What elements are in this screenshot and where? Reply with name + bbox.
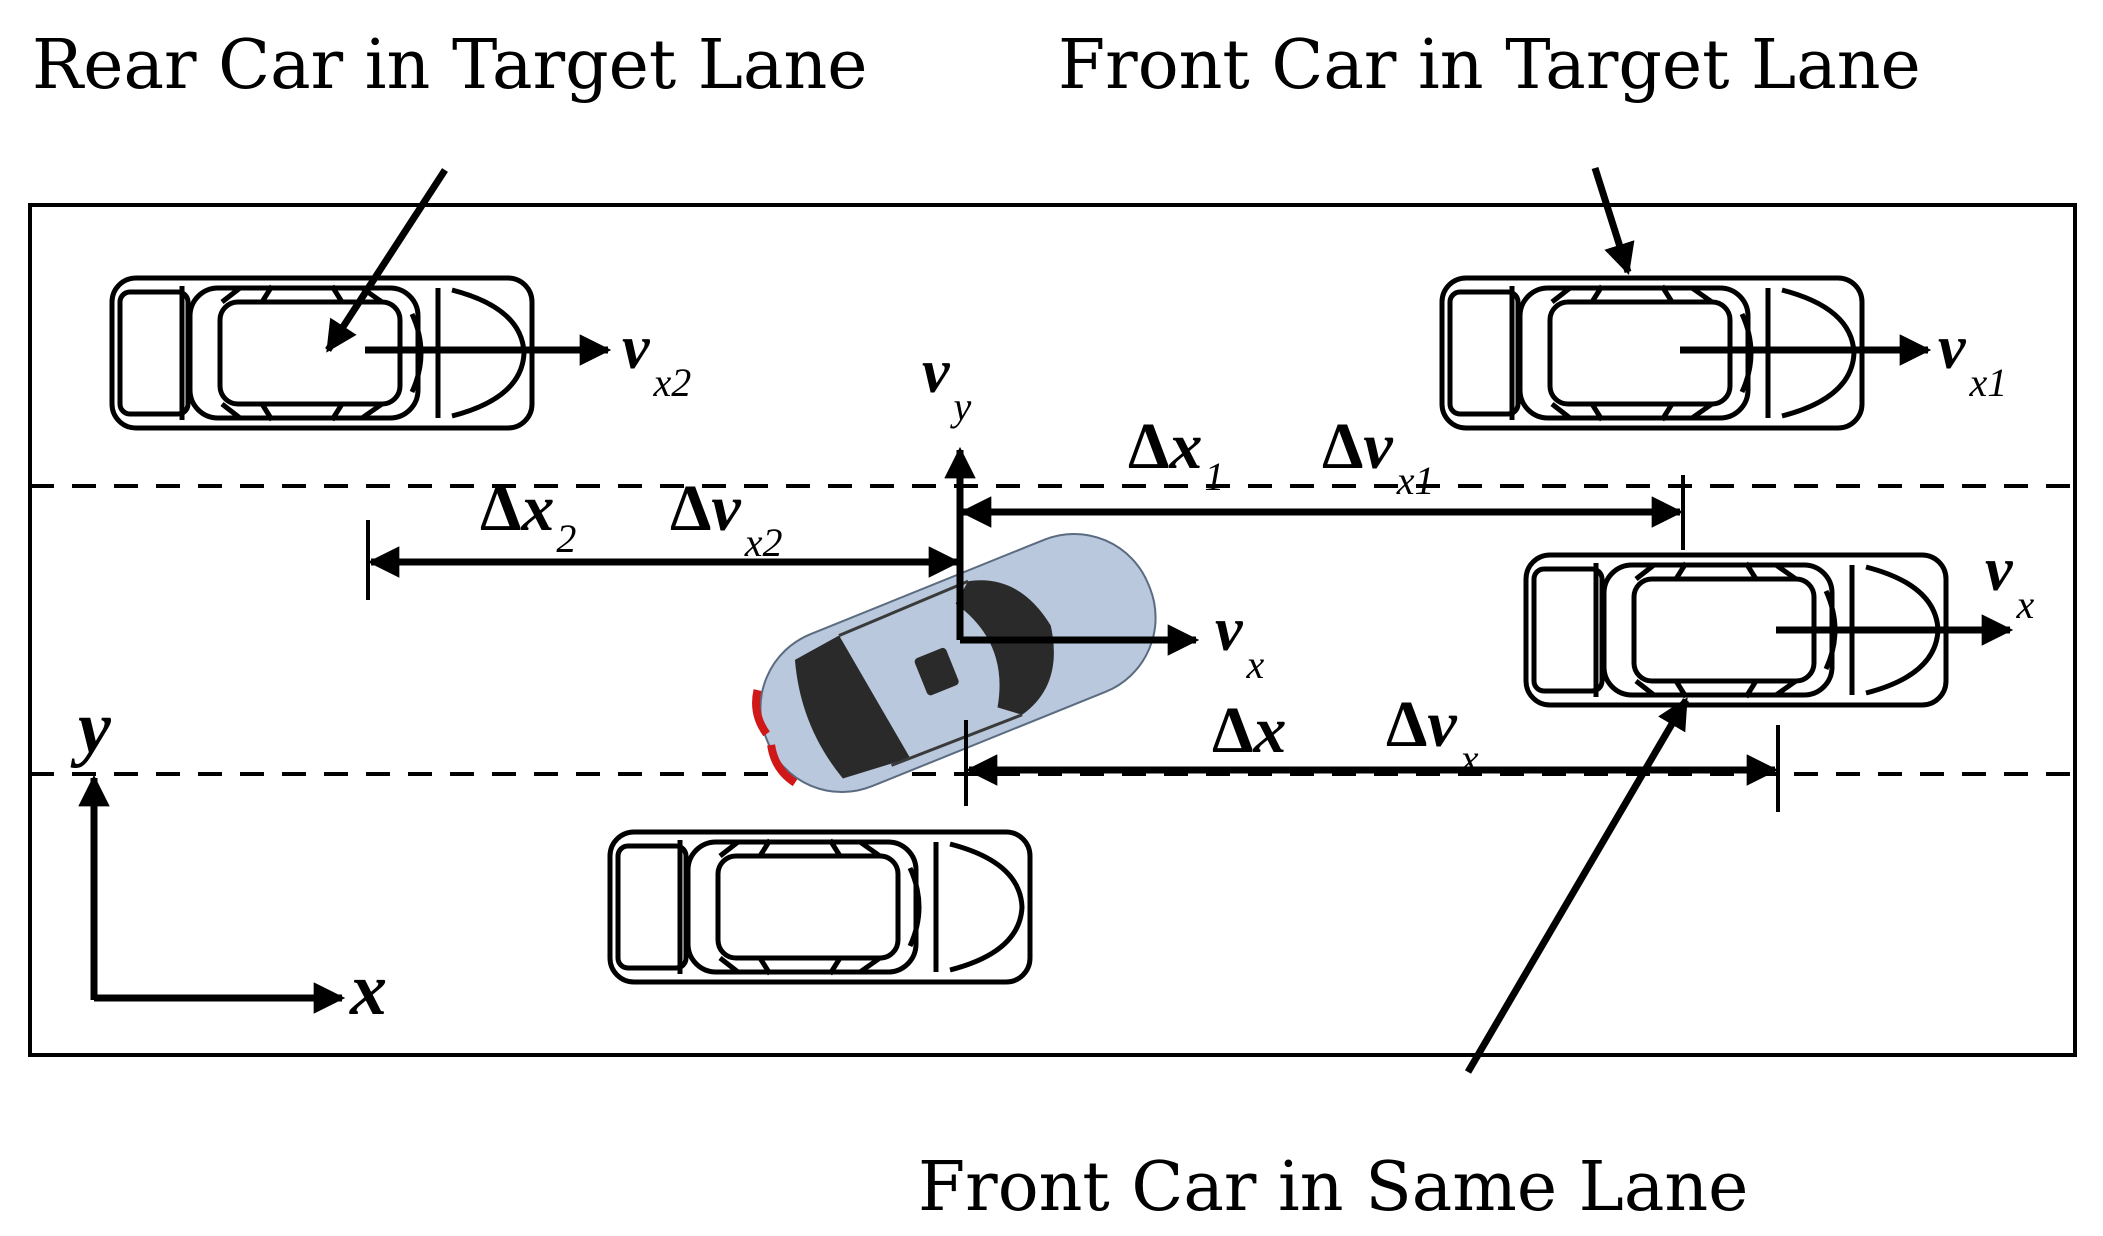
axis-y-label: y <box>70 687 112 769</box>
rear-car-callout-arrow <box>325 168 448 353</box>
axis-x-label: x <box>349 949 387 1031</box>
front-car-target-callout-arrow <box>1591 166 1635 276</box>
car-adjacent-lane <box>610 832 1030 982</box>
front-car-same-callout-arrow <box>1464 697 1690 1074</box>
label-front-car-target-lane: Front Car in Target Lane <box>1058 26 1921 105</box>
symbol-delta-x1: Δx1 <box>1128 410 1224 499</box>
symbol-vx-front: vx <box>1985 536 2035 627</box>
label-rear-car-target-lane: Rear Car in Target Lane <box>32 26 868 105</box>
symbol-delta-x2: Δx2 <box>480 472 576 561</box>
ego-car <box>752 532 1157 794</box>
label-front-car-same-lane: Front Car in Same Lane <box>918 1148 1748 1227</box>
symbol-vx-ego: vx <box>1215 596 1265 687</box>
symbol-vx1: vx1 <box>1938 314 2007 405</box>
symbol-vx2: vx2 <box>622 314 691 405</box>
symbol-delta-x: Δx <box>1212 694 1286 767</box>
road-boundary <box>28 203 2077 1057</box>
symbol-vy-ego: vy <box>922 338 972 429</box>
